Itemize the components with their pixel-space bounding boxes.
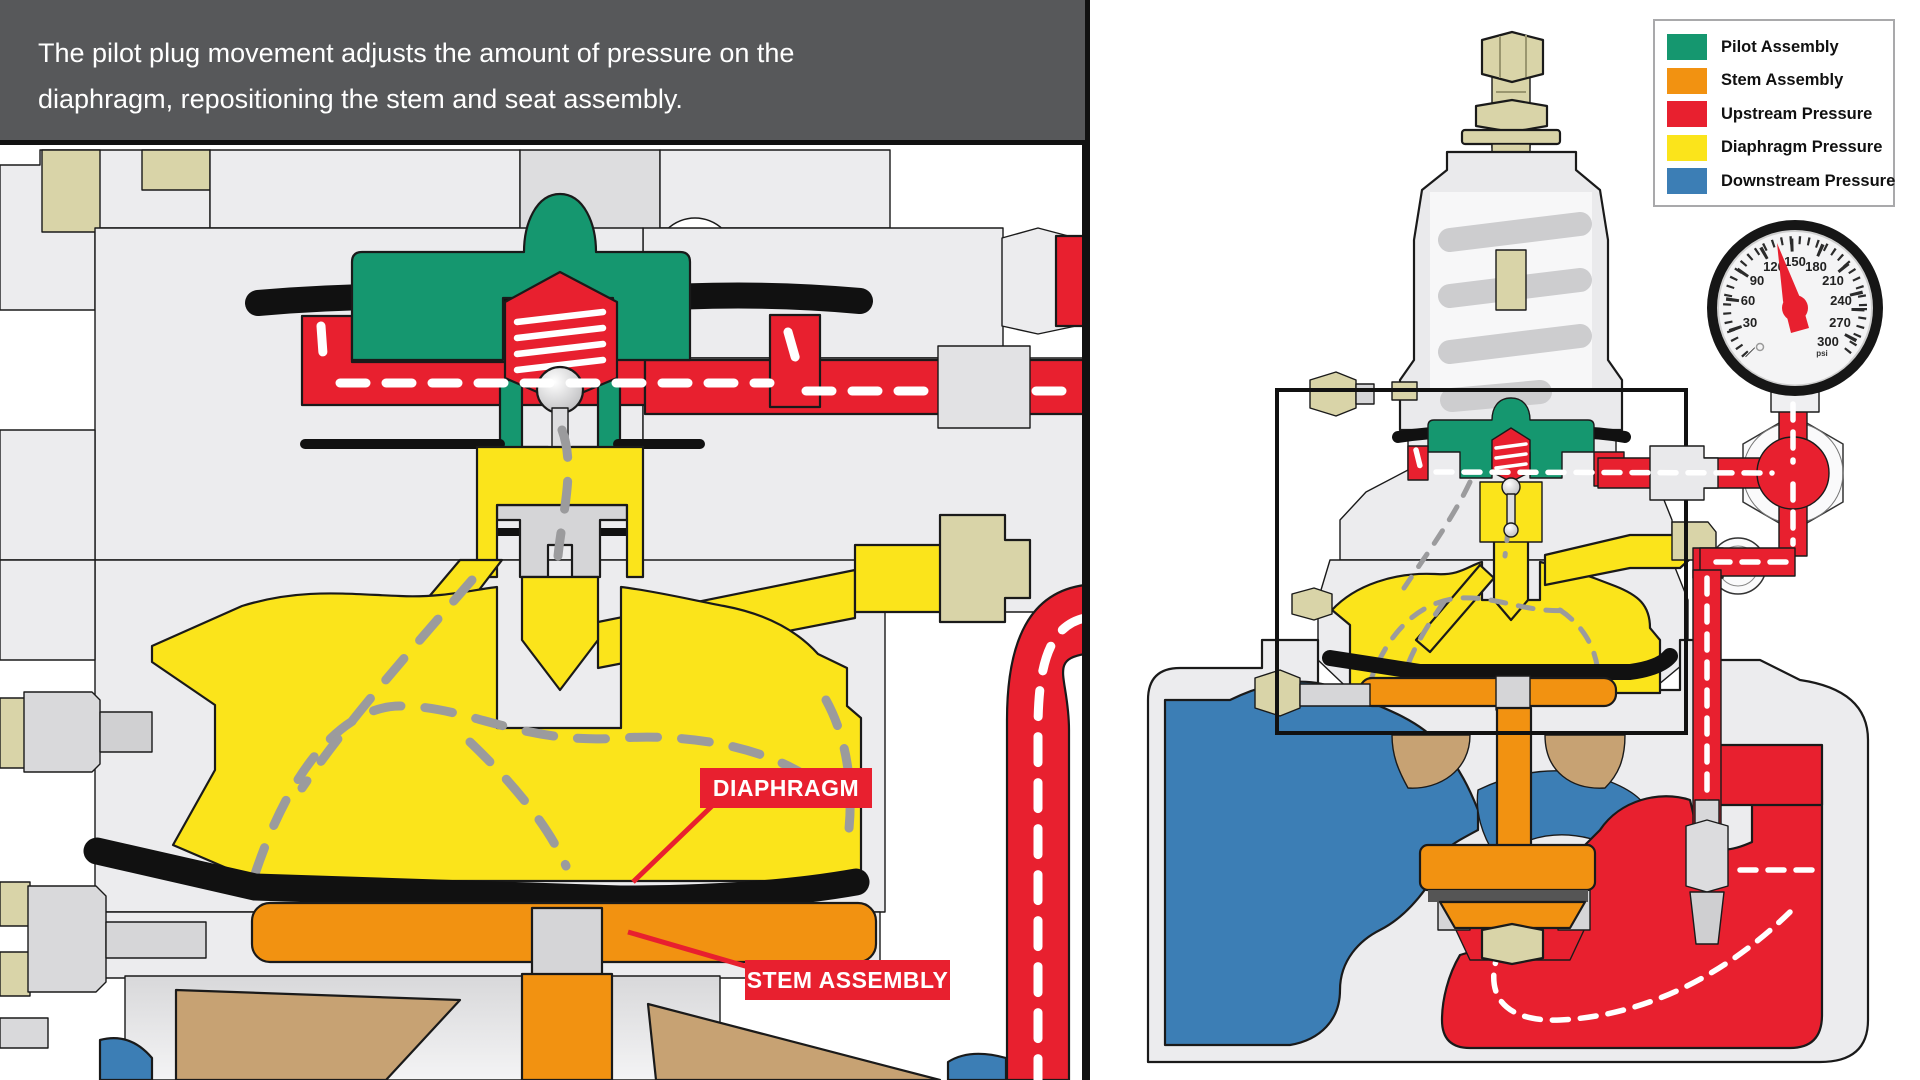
downstream-sliver-left	[98, 1037, 154, 1080]
gauge-label: 150	[1784, 254, 1806, 269]
diaphragm-pressure-passages	[150, 425, 1032, 883]
legend-swatch-pilot	[1667, 34, 1707, 60]
legend-label: Downstream Pressure	[1721, 171, 1896, 190]
spring-housing	[1391, 150, 1624, 432]
stem-nut	[1480, 922, 1545, 966]
compression-fitting	[1685, 799, 1729, 945]
caption-text: The pilot plug movement adjusts the amou…	[38, 38, 795, 115]
pilot-ball	[535, 365, 585, 415]
upstream-flow-dashes	[316, 321, 1083, 396]
gauge-label: 30	[1743, 315, 1757, 330]
callout-diaphragm: DIAPHRAGM	[700, 768, 872, 808]
gauge-label: 180	[1805, 259, 1827, 274]
callout-stem-assembly: STEM ASSEMBLY	[745, 960, 950, 1000]
gauge-label: 60	[1741, 293, 1755, 308]
diaphragm	[83, 837, 870, 913]
bypass-flow-dashes	[1033, 613, 1090, 1080]
caption-banner: The pilot plug movement adjusts the amou…	[0, 0, 1085, 145]
legend-label: Upstream Pressure	[1721, 104, 1873, 123]
left-edge-fittings	[0, 691, 207, 1049]
legend: Pilot Assembly Stem Assembly Upstream Pr…	[1653, 19, 1895, 207]
legend-row: Stem Assembly	[1667, 67, 1885, 95]
stem-assembly-right	[1358, 675, 1626, 966]
right-overview-panel: 30 60 90 120 150 180 210 240 270 300 psi	[1146, 30, 1883, 1064]
sensing-pipes	[1413, 391, 1844, 945]
diaphragm-travel-dashes	[250, 425, 855, 879]
legend-swatch-stem	[1667, 67, 1707, 94]
legend-label: Diaphragm Pressure	[1721, 138, 1883, 156]
gauge-needle-hub	[1782, 295, 1808, 321]
downstream-sliver-right	[946, 1052, 1008, 1080]
legend-row: Upstream Pressure	[1667, 100, 1885, 128]
legend-row: Diaphragm Pressure	[1667, 134, 1885, 162]
gauge-label: 270	[1829, 315, 1851, 330]
stem-assembly	[250, 901, 878, 1080]
spring-cone-left	[174, 988, 462, 1080]
legend-row: Pilot Assembly	[1667, 33, 1885, 61]
pipe-flow-dashes	[1413, 401, 1796, 865]
zoom-region-rectangle	[1275, 388, 1688, 735]
upstream-bypass-pipe	[1005, 583, 1087, 1080]
diaphragm-chamber	[150, 585, 863, 883]
panel-divider	[1082, 0, 1090, 1080]
pilot-spring	[513, 308, 607, 374]
legend-label: Stem Assembly	[1721, 71, 1844, 89]
gauge-unit: psi	[1816, 349, 1828, 358]
left-detail-panel	[0, 149, 1090, 1080]
pressure-gauge: 30 60 90 120 150 180 210 240 270 300 psi	[1707, 220, 1883, 396]
stem-leader-line	[627, 929, 753, 971]
diaphragm-leader-line	[631, 804, 714, 884]
gauge-label: 90	[1750, 273, 1764, 288]
gauge-label: 240	[1830, 293, 1852, 308]
spring-cone-right	[646, 1002, 942, 1080]
pilot-outlet-column	[520, 575, 600, 692]
gauge-label: 300	[1817, 334, 1839, 349]
legend-swatch-upstream	[1667, 101, 1707, 127]
legend-swatch-downstream	[1667, 168, 1707, 194]
upstream-flow-dashes-right	[1491, 867, 1821, 1023]
diaphragm-right	[1322, 648, 1678, 680]
flange-fittings-right	[1254, 371, 1375, 717]
diaphragm-pressure-right	[1330, 467, 1717, 697]
legend-swatch-diaphragm	[1667, 134, 1707, 161]
legend-row: Downstream Pressure	[1667, 167, 1895, 195]
gauge-label: 210	[1822, 273, 1844, 288]
legend-label: Pilot Assembly	[1721, 37, 1839, 56]
pipe-plug-fitting	[938, 513, 1032, 624]
